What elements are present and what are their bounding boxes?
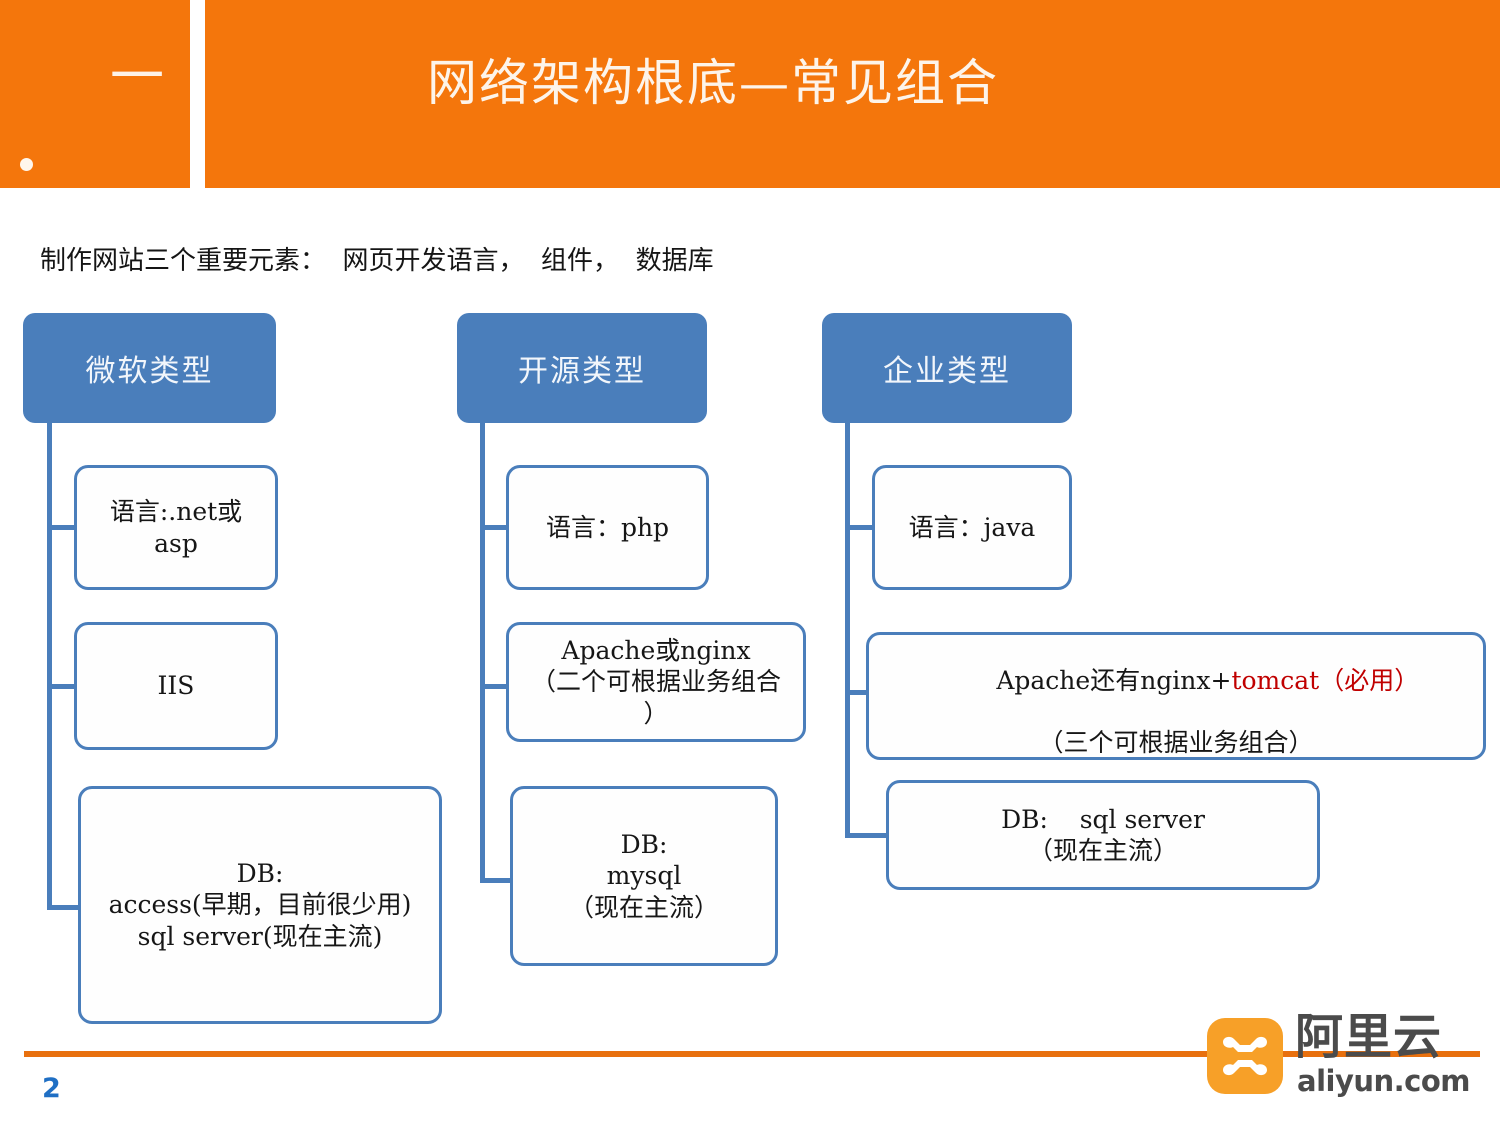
page-title: 网络架构根底—常见组合 [427, 54, 999, 112]
header-number: 一 [110, 45, 164, 108]
subtitle-text: 制作网站三个重要元素： 网页开发语言， 组件， 数据库 [40, 246, 714, 276]
connector-stub-col2-node1 [480, 525, 510, 530]
aliyun-cloud-icon [1207, 1018, 1283, 1094]
connector-trunk-col1 [47, 423, 52, 910]
node-line: DB: [236, 859, 284, 889]
node-oss-language[interactable]: 语言：php [506, 465, 709, 590]
node-ent-language[interactable]: 语言：java [872, 465, 1072, 590]
node-text-plain: Apache还有nginx+ [996, 665, 1232, 695]
node-ent-webserver[interactable]: Apache还有nginx+tomcat（必用） （三个可根据业务组合） [866, 632, 1486, 760]
node-oss-database[interactable]: DB: mysql （现在主流） [510, 786, 778, 966]
connector-stub-col1-node3 [47, 905, 81, 910]
node-line: Apache或nginx [561, 636, 751, 666]
node-ms-database[interactable]: DB: access(早期，目前很少用) sql server(现在主流) [78, 786, 442, 1024]
header-title-bar: 网络架构根底—常见组合 [205, 0, 1500, 188]
connector-trunk-col3 [845, 423, 850, 837]
footer-divider [24, 1051, 1480, 1057]
column-header-enterprise[interactable]: 企业类型 [822, 313, 1072, 423]
node-ent-database[interactable]: DB: sql server （现在主流） [886, 780, 1320, 890]
connector-stub-col3-node2 [845, 690, 870, 695]
connector-stub-col1-node2 [47, 684, 77, 689]
page-number: 2 [42, 1073, 61, 1104]
connector-stub-col2-node3 [480, 878, 514, 883]
connector-trunk-col2 [480, 423, 485, 883]
aliyun-logo: 阿里云 aliyun.com [1207, 1012, 1492, 1104]
header-number-block: 一 [0, 0, 190, 188]
node-line: 语言:.net或 [109, 497, 243, 527]
column-header-microsoft[interactable]: 微软类型 [23, 313, 276, 423]
node-ms-webserver[interactable]: IIS [74, 622, 278, 750]
node-line: （二个可根据业务组合 [530, 667, 781, 697]
column-header-opensource[interactable]: 开源类型 [457, 313, 707, 423]
node-line: mysql [606, 861, 682, 891]
node-line: DB: sql server [1001, 804, 1205, 834]
aliyun-logo-en: aliyun.com [1297, 1064, 1471, 1098]
node-line: （三个可根据业务组合） [1038, 728, 1314, 758]
aliyun-logo-cn: 阿里云 [1295, 1009, 1443, 1065]
node-line: 语言：java [908, 512, 1036, 542]
header-dot-decoration [20, 158, 33, 171]
node-line-rich: Apache还有nginx+tomcat（必用） [933, 634, 1419, 728]
connector-stub-col3-node1 [845, 525, 875, 530]
node-line: sql server(现在主流) [137, 921, 383, 951]
node-oss-webserver[interactable]: Apache或nginx （二个可根据业务组合 ） [506, 622, 806, 742]
node-line: 语言：php [545, 512, 670, 542]
connector-stub-col2-node2 [480, 684, 510, 689]
node-line: asp [154, 528, 198, 558]
node-line: access(早期，目前很少用) [108, 890, 412, 920]
node-line: （现在主流） [568, 892, 719, 922]
node-line: DB: [620, 830, 668, 860]
connector-stub-col3-node3 [845, 833, 890, 838]
node-text-highlight: tomcat（必用） [1231, 665, 1420, 695]
connector-stub-col1-node1 [47, 525, 77, 530]
node-line: IIS [157, 671, 195, 701]
node-ms-language[interactable]: 语言:.net或 asp [74, 465, 278, 590]
node-line: ） [643, 698, 669, 728]
node-line: （现在主流） [1027, 836, 1178, 865]
